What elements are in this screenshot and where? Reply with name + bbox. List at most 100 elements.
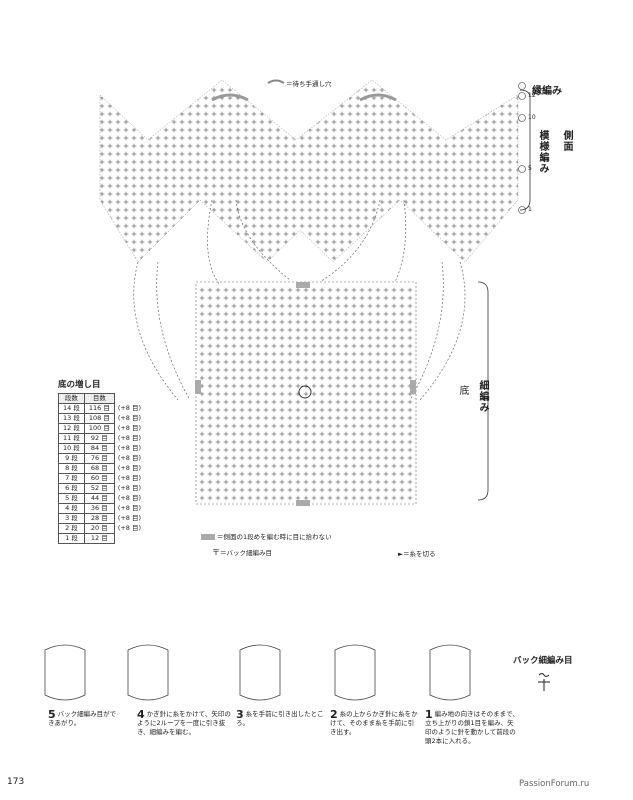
stitch-mark	[379, 167, 385, 173]
stitch-mark	[207, 431, 213, 437]
stitch-mark	[163, 151, 169, 157]
stitch-mark	[211, 151, 217, 157]
stitch-mark	[335, 399, 341, 405]
stitch-mark	[199, 367, 205, 373]
stitch-mark	[323, 207, 329, 213]
stitch-mark	[411, 87, 417, 93]
stitch-mark	[107, 191, 113, 197]
stitch-mark	[123, 87, 129, 93]
stitch-mark	[515, 119, 518, 125]
table-cell-inc: (+8 目)	[117, 424, 142, 432]
table-cell-count: 52 目	[83, 483, 115, 494]
stitch-mark	[283, 239, 289, 245]
stitch-mark	[347, 175, 353, 181]
stitch-mark	[491, 239, 497, 245]
stitch-mark	[279, 383, 285, 389]
stitch-mark	[123, 103, 129, 109]
stitch-mark	[403, 175, 409, 181]
stitch-mark	[355, 151, 361, 157]
stitch-mark	[451, 119, 457, 125]
stitch-mark	[211, 103, 217, 109]
stitch-mark	[515, 215, 518, 221]
stitch-mark	[231, 383, 237, 389]
stitch-mark	[443, 215, 449, 221]
stitch-mark	[483, 239, 489, 245]
row-mark-10: 10	[528, 114, 536, 121]
stitch-mark	[255, 287, 261, 293]
stitch-mark	[203, 135, 209, 141]
stitch-mark	[267, 183, 273, 189]
stitch-mark	[351, 391, 357, 397]
stitch-mark	[259, 183, 265, 189]
stitch-mark	[375, 335, 381, 341]
stitch-mark	[335, 495, 341, 501]
stitch-mark	[239, 287, 245, 293]
stitch-mark	[235, 175, 241, 181]
stitch-mark	[359, 287, 365, 293]
stitch-mark	[255, 463, 261, 469]
stitch-mark	[339, 215, 345, 221]
stitch-mark	[459, 127, 465, 133]
skip-note: ＝待ち手通し穴	[286, 80, 332, 88]
stitch-mark	[391, 295, 397, 301]
stitch-mark	[411, 151, 417, 157]
legend-cut: ►＝糸を切る	[398, 548, 436, 558]
stitch-mark	[263, 495, 269, 501]
stitch-mark	[259, 111, 265, 117]
stitch-mark	[251, 103, 257, 109]
stitch-mark	[259, 87, 265, 93]
stitch-mark	[147, 87, 153, 93]
stitch-mark	[459, 111, 465, 117]
stitch-mark	[359, 447, 365, 453]
stitch-mark	[107, 103, 113, 109]
stitch-mark	[451, 151, 457, 157]
stitch-mark	[295, 495, 301, 501]
stitch-mark	[383, 399, 389, 405]
stitch-mark	[443, 127, 449, 133]
stitch-mark	[303, 431, 309, 437]
stitch-mark	[195, 183, 201, 189]
stitch-mark	[199, 423, 205, 429]
stitch-mark	[335, 383, 341, 389]
stitch-mark	[515, 159, 518, 165]
stitch-mark	[399, 399, 405, 405]
stitch-mark	[391, 407, 397, 413]
stitch-mark	[287, 343, 293, 349]
stitch-mark	[247, 295, 253, 301]
stitch-mark	[163, 207, 169, 213]
stitch-mark	[359, 295, 365, 301]
stitch-mark	[311, 311, 317, 317]
stitch-mark	[187, 215, 193, 221]
stitch-mark	[287, 303, 293, 309]
stitch-mark	[435, 167, 441, 173]
stitch-mark	[123, 135, 129, 141]
stitch-mark	[123, 143, 129, 149]
stitch-mark	[255, 439, 261, 445]
stitch-mark	[199, 447, 205, 453]
stitch-mark	[407, 351, 413, 357]
stitch-mark	[231, 319, 237, 325]
stitch-mark	[395, 247, 401, 253]
stitch-mark	[483, 111, 489, 117]
table-cell-inc: (+8 目)	[117, 524, 142, 532]
stitch-mark	[383, 495, 389, 501]
stitch-mark	[363, 199, 369, 205]
stitch-mark	[279, 423, 285, 429]
stitch-mark	[147, 103, 153, 109]
stitch-mark	[155, 159, 161, 165]
stitch-mark	[179, 207, 185, 213]
stitch-mark	[335, 447, 341, 453]
stitch-mark	[139, 143, 145, 149]
stitch-mark	[147, 255, 153, 261]
stitch-mark	[475, 111, 481, 117]
stitch-mark	[307, 167, 313, 173]
stitch-mark	[227, 191, 233, 197]
stitch-mark	[211, 255, 217, 261]
table-cell-row: 6 段	[58, 483, 85, 494]
stitch-mark	[383, 375, 389, 381]
stitch-mark	[267, 167, 273, 173]
stitch-mark	[363, 87, 369, 93]
stitch-mark	[131, 151, 137, 157]
stitch-mark	[371, 119, 377, 125]
stitch-mark	[327, 367, 333, 373]
